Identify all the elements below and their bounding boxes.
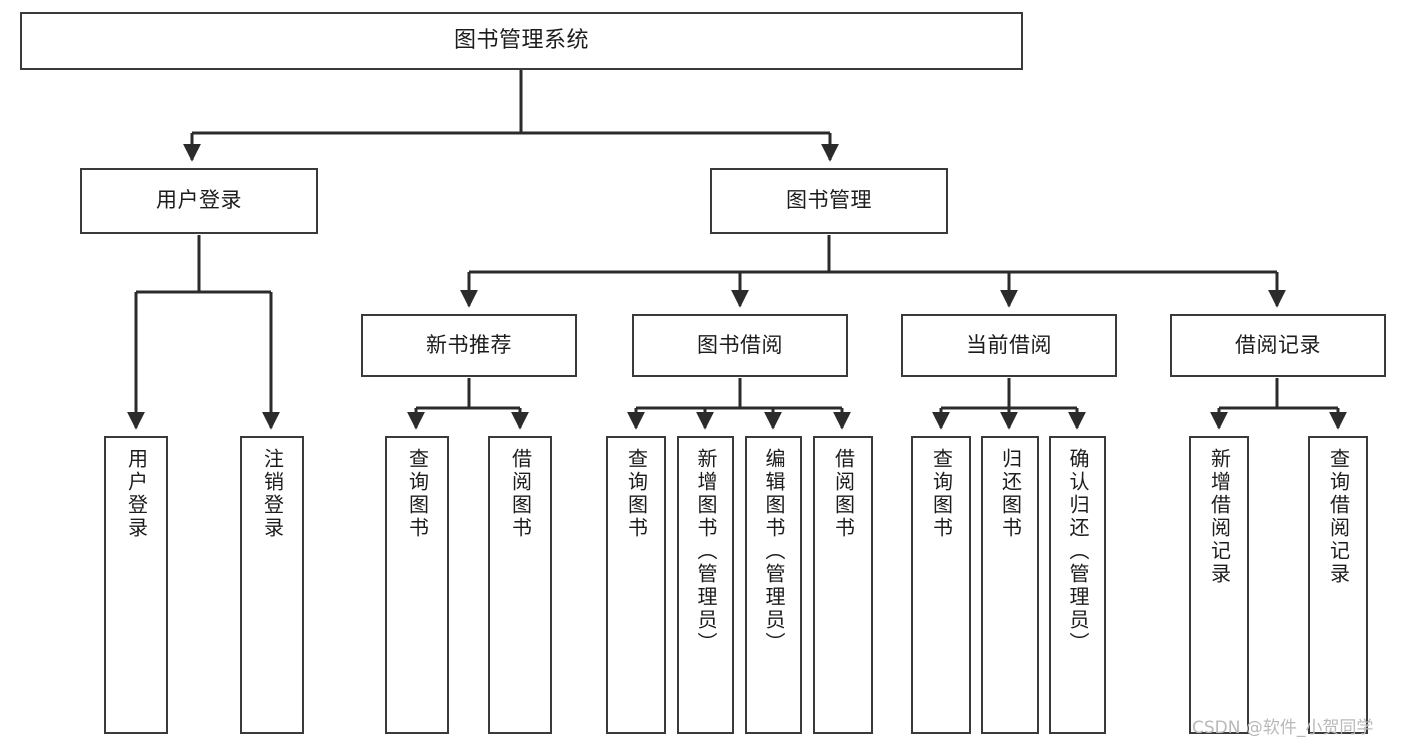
node-leaf-logout[interactable]: 注销登录 (240, 436, 304, 734)
node-leaf-add-record[interactable]: 新增借阅记录 (1189, 436, 1249, 734)
node-leaf-borrow-book-2[interactable]: 借阅图书 (813, 436, 873, 734)
node-book-borrow-label: 图书借阅 (697, 332, 783, 357)
node-leaf-query-book-3-label: 查询图书 (929, 448, 954, 540)
node-user-login[interactable]: 用户登录 (80, 168, 318, 234)
node-leaf-confirm-return[interactable]: 确认归还（管理员） (1049, 436, 1106, 734)
node-leaf-borrow-book-2-label: 借阅图书 (831, 448, 856, 540)
node-leaf-logout-label: 注销登录 (260, 448, 285, 540)
node-leaf-query-book-2[interactable]: 查询图书 (606, 436, 666, 734)
node-user-login-label: 用户登录 (156, 188, 242, 213)
node-leaf-borrow-book-1[interactable]: 借阅图书 (488, 436, 552, 734)
node-new-book-rec[interactable]: 新书推荐 (361, 314, 577, 377)
node-leaf-user-login[interactable]: 用户登录 (104, 436, 168, 734)
node-new-book-rec-label: 新书推荐 (426, 332, 512, 357)
node-leaf-query-book-1-label: 查询图书 (405, 448, 430, 540)
node-leaf-add-record-label: 新增借阅记录 (1207, 448, 1232, 586)
node-leaf-edit-book[interactable]: 编辑图书（管理员） (745, 436, 802, 734)
node-leaf-query-record[interactable]: 查询借阅记录 (1308, 436, 1368, 734)
node-leaf-edit-book-label: 编辑图书（管理员） (762, 448, 786, 655)
node-leaf-confirm-return-label: 确认归还（管理员） (1066, 448, 1090, 655)
csdn-watermark: CSDN @软件_小贺同学 (1192, 718, 1374, 738)
node-leaf-return-book-label: 归还图书 (998, 448, 1023, 540)
node-book-manage[interactable]: 图书管理 (710, 168, 948, 234)
node-leaf-user-login-label: 用户登录 (124, 448, 149, 540)
node-leaf-add-book-label: 新增图书（管理员） (694, 448, 718, 655)
node-borrow-record-label: 借阅记录 (1235, 332, 1321, 357)
node-leaf-return-book[interactable]: 归还图书 (981, 436, 1039, 734)
node-leaf-query-record-label: 查询借阅记录 (1326, 448, 1351, 586)
node-leaf-borrow-book-1-label: 借阅图书 (508, 448, 533, 540)
node-book-manage-label: 图书管理 (786, 188, 872, 213)
node-current-borrow[interactable]: 当前借阅 (901, 314, 1117, 377)
node-leaf-add-book[interactable]: 新增图书（管理员） (677, 436, 734, 734)
node-current-borrow-label: 当前借阅 (966, 332, 1052, 357)
node-root[interactable]: 图书管理系统 (20, 12, 1023, 70)
node-leaf-query-book-3[interactable]: 查询图书 (911, 436, 971, 734)
node-book-borrow[interactable]: 图书借阅 (632, 314, 848, 377)
node-root-label: 图书管理系统 (453, 27, 589, 53)
node-borrow-record[interactable]: 借阅记录 (1170, 314, 1386, 377)
node-leaf-query-book-1[interactable]: 查询图书 (385, 436, 449, 734)
node-leaf-query-book-2-label: 查询图书 (624, 448, 649, 540)
